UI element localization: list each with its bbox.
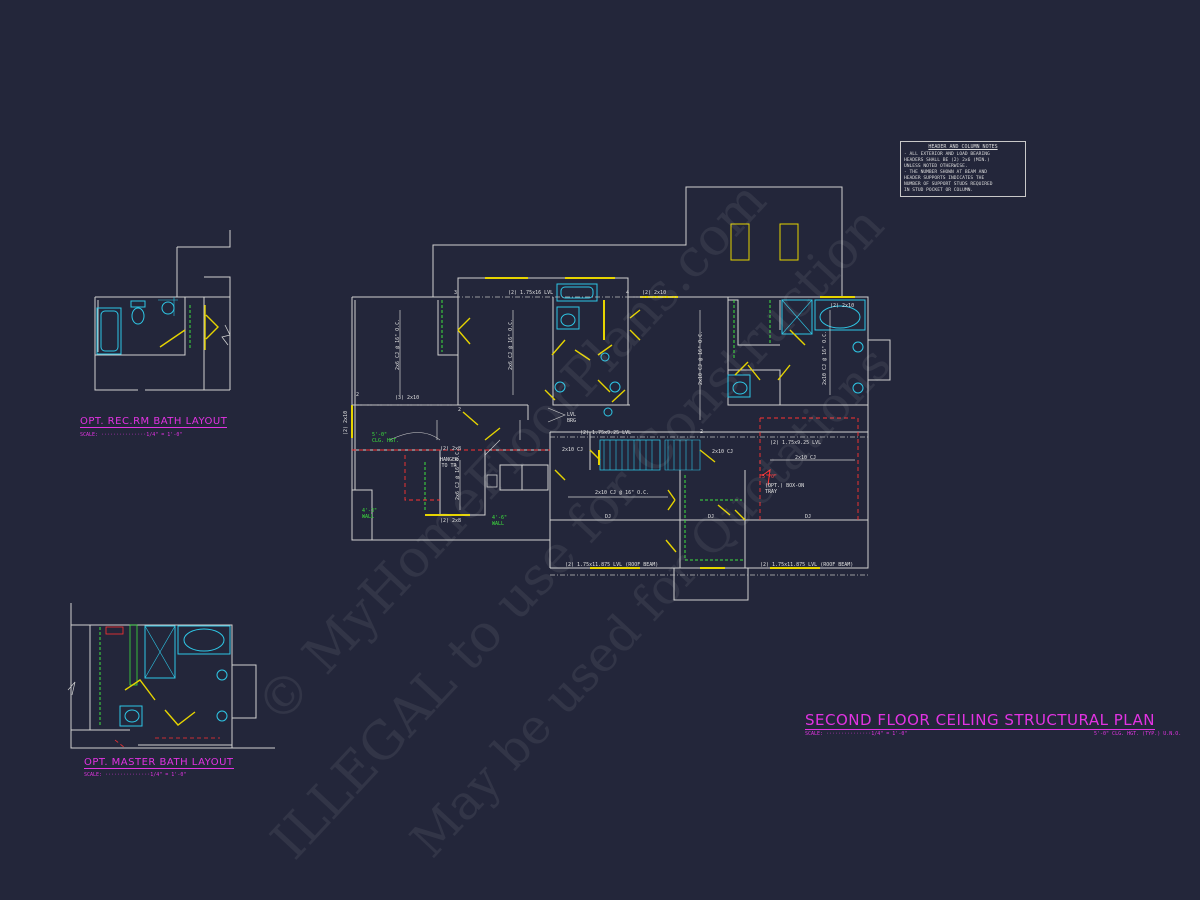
notes-line: HEADER SUPPORTS INDICATES THE — [904, 176, 985, 181]
beam-label: (3) 2x10 — [395, 395, 420, 401]
joist-label: 2x6 CJ @ 16" O.C. — [508, 318, 514, 370]
joist-label: 2x6 CJ @ 16" O.C. — [395, 318, 401, 370]
main-plan-scale: SCALE: ···············1/4" = 1'-0" — [805, 731, 908, 737]
stud-count: 2 — [356, 392, 360, 398]
master-bath-scale: SCALE: ···············1/4" = 1'-0" — [84, 772, 187, 778]
joist-label: 2x10 CJ — [562, 447, 584, 453]
tray-height-label: 5'-0" — [762, 474, 778, 480]
notes-title: HEADER AND COLUMN NOTES — [928, 144, 998, 150]
joist-label: 2x10 CJ — [795, 455, 817, 461]
lvl-brg-label: LVL BRG — [567, 412, 577, 424]
joist-label: 2x10 CJ @ 16" O.C. — [698, 330, 704, 385]
beam-label: (2) 2x10 — [343, 410, 349, 435]
beam-label: (2) 1.75x11.875 LVL (ROOF BEAM) — [565, 562, 659, 568]
rec-bath-scale: SCALE: ···············1/4" = 1'-0" — [80, 432, 183, 438]
tray-label: (OPT.) BOX-ON TRAY — [765, 483, 805, 495]
main-plan-note: 5'-0" CLG. HGT. (TYP.) U.N.O. — [1094, 731, 1182, 737]
header-column-notes: HEADER AND COLUMN NOTES - ALL EXTERIOR A… — [900, 141, 1026, 197]
notes-line: - THE NUMBER SHOWN AT BEAM AND — [904, 170, 987, 175]
beam-label: (2) 1.75x9.25 LVL — [580, 430, 632, 436]
notes-line: HEADERS SHALL BE (2) 2x6 (MIN.) — [904, 158, 990, 163]
stud-count: 2 — [700, 429, 704, 435]
stud-count: 3 — [454, 290, 458, 296]
dj-label: DJ — [605, 514, 612, 520]
stud-count: 2 — [458, 407, 462, 413]
beam-label: (2) 2x8 — [440, 518, 462, 524]
master-bath-title: OPT. MASTER BATH LAYOUT — [84, 757, 234, 769]
beam-label: (2) 2x10 — [830, 303, 855, 309]
joist-label: 2x10 CJ — [712, 449, 734, 455]
notes-line: UNLESS NOTED OTHERWISE. — [904, 164, 968, 169]
master-bath-layout — [67, 603, 275, 749]
notes-line: - ALL EXTERIOR AND LOAD BEARING — [904, 152, 990, 157]
beam-label: (2) 1.75x11.875 LVL (ROOF BEAM) — [760, 562, 854, 568]
stud-count: 4 — [626, 290, 630, 296]
beam-label: (2) 1.75x16 LVL — [508, 290, 554, 296]
joist-label: 2x10 CJ @ 16" O.C. — [595, 490, 650, 496]
beam-label: (2) 1.75x9.25 LVL — [770, 440, 822, 446]
joist-label: 2x10 CJ @ 16" O.C. — [822, 330, 828, 385]
beam-label: (2) 2x10 — [642, 290, 667, 296]
notes-line: NUMBER OF SUPPORT STUDS REQUIRED — [904, 182, 993, 187]
wall-height-label: 4'-3" WALL — [362, 508, 378, 520]
joist-label: 2x6 CJ @ 16" O.C. — [455, 448, 461, 500]
hanger-label: HANGER TO TR — [440, 457, 459, 469]
ceiling-height-label: 5'-0" CLG. HGT. — [372, 432, 400, 444]
wall-height-label: 4'-6" WALL — [492, 515, 508, 527]
beam-label: (2) 2x8 — [440, 446, 462, 452]
rec-bath-layout — [94, 230, 231, 391]
main-floor-plan — [351, 186, 891, 601]
main-plan-title: SECOND FLOOR CEILING STRUCTURAL PLAN — [805, 711, 1155, 730]
rec-bath-title: OPT. REC.RM BATH LAYOUT — [80, 416, 228, 428]
dj-label: DJ — [708, 514, 715, 520]
dj-label: DJ — [805, 514, 812, 520]
notes-line: IN STUD POCKET OR COLUMN. — [904, 188, 974, 193]
